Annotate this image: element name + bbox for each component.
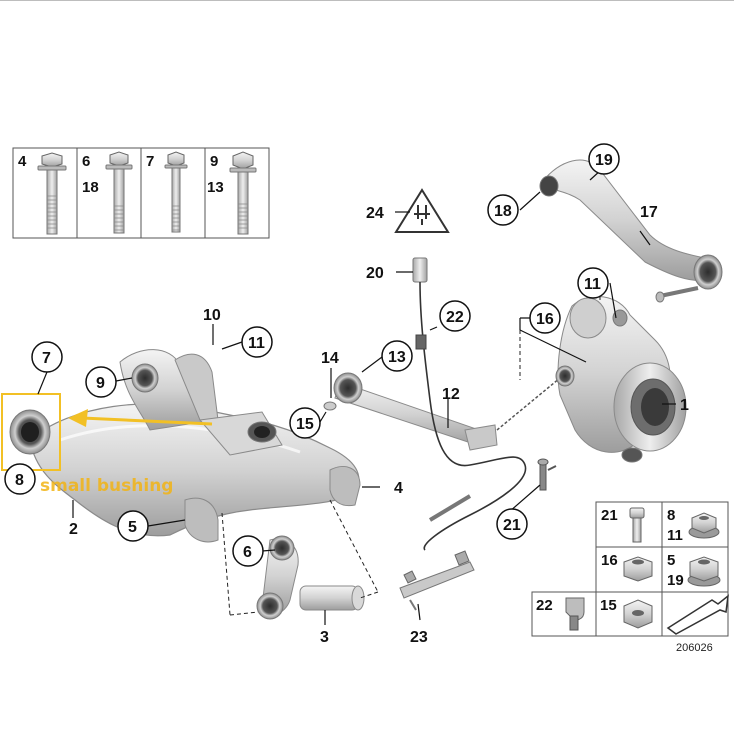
long-flange-bolt-icon [105,151,133,234]
svg-text:4: 4 [394,480,403,497]
wheel-carrier [555,296,687,463]
screw-icon [629,507,645,543]
svg-text:16: 16 [536,311,554,328]
sensor-bracket [537,458,557,491]
svg-text:8: 8 [15,472,24,489]
lock-nut-icon [623,599,653,629]
trailing-link [256,535,365,620]
flange-nut-icon [688,512,720,539]
callout-9-circle: 9 [85,366,117,398]
callout-5-circle: 5 [117,510,149,542]
svg-text:9: 9 [96,375,105,392]
fastener-cell-4-alt-number: 13 [207,179,224,196]
svg-text:14: 14 [321,350,339,367]
fastener-cell-2-alt-number: 18 [82,179,99,196]
upper-control-arm [539,159,723,303]
svg-text:11: 11 [248,335,265,352]
small-parts-cell-4-alt-number: 19 [667,572,684,589]
svg-text:18: 18 [494,203,512,220]
svg-text:2: 2 [69,521,78,538]
callout-18-circle: 18 [487,194,519,226]
fastener-table: 4 6 18 7 9 13 [12,147,270,239]
svg-text:5: 5 [128,519,137,536]
svg-text:24: 24 [366,205,384,222]
svg-text:10: 10 [203,307,221,324]
callout-21-circle: 21 [496,508,528,540]
svg-text:6: 6 [243,544,252,561]
callout-2: 2 [69,521,78,538]
cable-clip-icon [565,597,585,631]
top-divider-line [0,0,734,1]
collar-nut-icon [687,556,721,587]
svg-text:21: 21 [503,517,521,534]
svg-text:19: 19 [595,152,613,169]
forward-arrow-icon [666,594,729,635]
callout-23: 23 [410,629,428,646]
fastener-cell-4-number: 9 [210,153,218,170]
callout-10: 10 [203,307,221,324]
callout-8-circle: 8 [4,463,36,495]
toe-link [323,372,561,451]
svg-text:22: 22 [446,309,464,326]
hex-nut-icon [623,556,653,582]
svg-text:15: 15 [296,416,314,433]
svg-text:1: 1 [680,397,689,414]
electrical-warning-icon [394,188,450,233]
fastener-cell-2-number: 6 [82,153,90,170]
small-parts-cell-6-number: 15 [600,597,617,614]
thin-bolt-icon [164,151,188,233]
small-parts-cell-2-number: 8 [667,507,675,524]
svg-text:17: 17 [640,204,658,221]
small-parts-table: 21 8 11 16 5 19 22 15 [531,501,729,637]
svg-text:13: 13 [388,349,406,366]
lower-control-arm [9,349,361,543]
callout-20: 20 [366,265,384,282]
callout-24: 24 [366,205,384,222]
svg-text:3: 3 [320,629,329,646]
callout-22-circle: 22 [439,300,471,332]
svg-text:23: 23 [410,629,428,646]
wear-sensor [412,257,527,551]
hex-bolt-icon [229,151,257,235]
callout-19-circle: 19 [588,143,620,175]
callout-4: 4 [394,480,403,497]
small-parts-cell-3-number: 16 [601,552,618,569]
small-parts-cell-1-number: 21 [601,507,618,524]
callout-16-circle: 16 [529,302,561,334]
fastener-cell-1-number: 4 [18,153,27,170]
callout-12: 12 [442,386,460,403]
callout-11-circle: 11 [241,326,273,358]
callout-3: 3 [320,629,329,646]
callout-15-circle: 15 [289,407,321,439]
callout-14: 14 [321,350,339,367]
callout-6-circle: 6 [232,535,264,567]
svg-text:11: 11 [584,276,601,293]
small-bushing-label: small bushing [40,476,173,496]
callout-17: 17 [640,204,658,221]
small-parts-cell-4-number: 5 [667,552,675,569]
callout-13-circle: 13 [381,340,413,372]
fastener-cell-3-number: 7 [146,153,154,170]
line-clip [399,550,475,611]
flange-bolt-icon [37,152,67,235]
catalog-number: 206026 [676,642,713,654]
callout-7-circle: 7 [31,341,63,373]
small-parts-cell-5-number: 22 [536,597,553,614]
callout-11-hub-circle: 11 [577,267,609,299]
callout-1: 1 [680,397,689,414]
svg-text:20: 20 [366,265,384,282]
dashed-assembly-lines [221,283,601,616]
svg-text:12: 12 [442,386,460,403]
svg-text:7: 7 [42,350,51,367]
small-parts-cell-2-alt-number: 11 [667,527,683,544]
